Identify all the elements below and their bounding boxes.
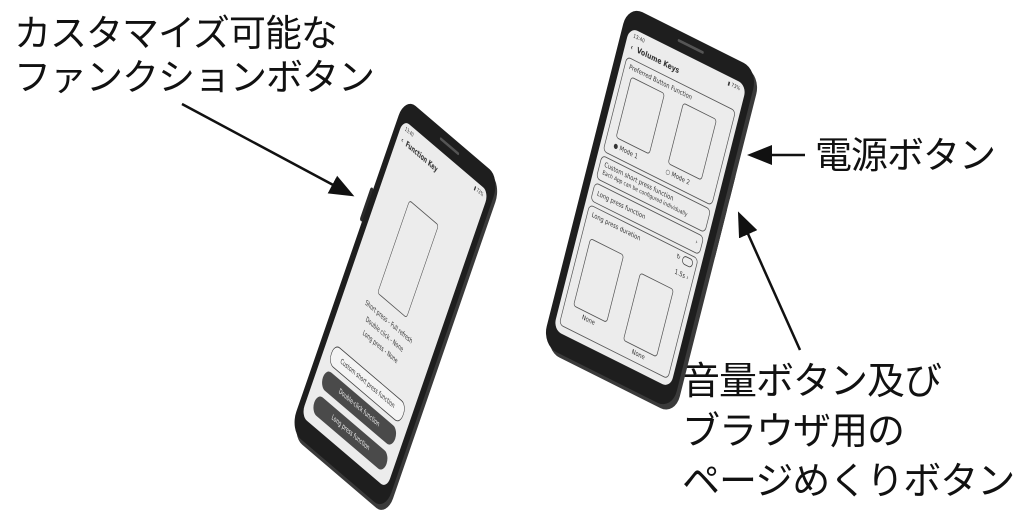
left-phone: 13:40 ▮ 73% ‹Function Key Short press - …	[290, 97, 500, 511]
battery: ▮ 73%	[727, 80, 741, 92]
volume-button-callout: 音量ボタン及び ブラウザ用の ページめくりボタン	[682, 356, 1015, 506]
function-button-callout: カスタマイズ可能な ファンクションボタン	[14, 12, 375, 100]
duration-value[interactable]: 1.5s ›	[673, 267, 690, 282]
chevron-right-icon: ›	[694, 237, 699, 247]
callout-line: ファンクションボタン	[14, 56, 375, 99]
duration-text: 1.5s	[673, 267, 687, 281]
callout-line: ページめくりボタン	[682, 459, 1015, 503]
battery: ▮ 73%	[473, 185, 484, 198]
back-icon[interactable]: ‹	[399, 135, 405, 146]
callout-line: ブラウザ用の	[682, 409, 905, 453]
battery-text: 73%	[730, 81, 741, 93]
mode-1-illustration[interactable]	[615, 76, 665, 155]
callout-line: 音量ボタン及び	[682, 359, 942, 403]
panel-illustration	[622, 272, 674, 358]
device-illustration	[377, 199, 439, 319]
panel-illustration	[573, 237, 625, 323]
time: 13:40	[404, 125, 415, 139]
volume-button-arrow	[737, 211, 802, 351]
screen: 13:40 ▮ 73% ‹Function Key Short press - …	[301, 119, 489, 489]
reset-icon[interactable]: ↻	[675, 251, 682, 262]
back-icon[interactable]: ‹	[629, 43, 634, 53]
mode-2-illustration[interactable]	[667, 102, 717, 181]
time: 13:40	[632, 32, 646, 45]
function-button-arrow	[181, 102, 355, 197]
right-phone: 13:40 ▮ 73% ‹Volume Keys Preferred Butto…	[542, 5, 758, 410]
power-button-callout: 電源ボタン	[815, 134, 996, 177]
toggle-switch[interactable]	[681, 254, 694, 269]
callout-line: カスタマイズ可能な	[14, 12, 338, 55]
battery-text: 73%	[475, 186, 484, 199]
